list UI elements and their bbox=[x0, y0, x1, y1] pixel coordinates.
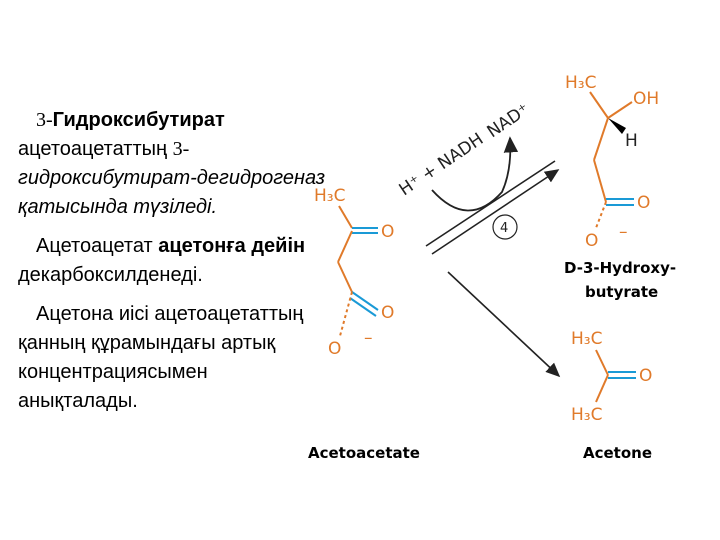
para3-line2: қанның құрамындағы артық bbox=[18, 332, 276, 354]
para1-line3: гидроксибутират-дегидрогеназ bbox=[18, 167, 326, 189]
acetoacetate-oxygen-2: O bbox=[381, 303, 394, 323]
acetone-oxygen: O bbox=[639, 366, 652, 386]
acetone-structure: H₃C O H₃C Acetone bbox=[571, 329, 652, 462]
para2-line1: Ацетоацетат ацетонға дейін bbox=[36, 235, 306, 257]
acetoacetate-charge: – bbox=[364, 328, 373, 348]
acetone-ch3-top-label: H₃C bbox=[571, 329, 602, 349]
acetoacetate-oxygen-1: O bbox=[381, 222, 394, 242]
acetoacetate-oxygen-3: O bbox=[328, 339, 341, 359]
enzyme-number-badge: 4 bbox=[500, 221, 508, 236]
para3-line1: Ацетона иісі ацетоацетаттың bbox=[36, 303, 304, 325]
para1-line1: 3-Гидроксибутират bbox=[18, 106, 338, 135]
para3-line3: концентрациясымен bbox=[18, 361, 208, 383]
hydroxybutyrate-oxygen-oh: OH bbox=[633, 89, 659, 109]
hydroxybutyrate-oxygen-2: O bbox=[585, 231, 598, 251]
cofactor-in-label: H⁺ + NADH bbox=[396, 129, 488, 200]
acetone-ch3-bottom-label: H₃C bbox=[571, 405, 602, 425]
acetoacetate-name: Acetoacetate bbox=[308, 444, 420, 462]
para3-line4: анықталады. bbox=[18, 390, 138, 412]
hydroxybutyrate-number: 3- bbox=[36, 109, 53, 131]
para1-line4: қатысында түзіледі. bbox=[18, 196, 218, 218]
hydroxybutyrate-name-line1: D-3-Hydroxy- bbox=[564, 259, 676, 277]
acetoacetate-ch3-label: H₃C bbox=[314, 186, 345, 206]
description-text: 3-Гидроксибутират ацетоацетаттың 3- гидр… bbox=[18, 106, 338, 416]
hydroxybutyrate-structure: H₃C OH H O O – D-3-Hydroxy- butyrate bbox=[564, 73, 676, 301]
reaction-arrows: 4 H⁺ + NADH NAD⁺ bbox=[396, 100, 561, 378]
acetoacetate-structure: H₃C O O O – Acetoacetate bbox=[308, 186, 420, 462]
hydroxybutyrate-heading: Гидроксибутират bbox=[52, 109, 225, 131]
hydroxybutyrate-oxygen-1: O bbox=[637, 193, 650, 213]
para1-line2: ацетоацетаттың 3- bbox=[18, 138, 190, 160]
para2-line2: декарбоксилденеді. bbox=[18, 264, 203, 286]
acetone-name: Acetone bbox=[583, 444, 652, 462]
hydroxybutyrate-charge: – bbox=[619, 222, 628, 242]
hydroxybutyrate-ch3-label: H₃C bbox=[565, 73, 596, 93]
cofactor-out-label: NAD⁺ bbox=[484, 100, 534, 143]
hydroxybutyrate-hydrogen: H bbox=[625, 131, 638, 151]
hydroxybutyrate-name-line2: butyrate bbox=[585, 283, 658, 301]
